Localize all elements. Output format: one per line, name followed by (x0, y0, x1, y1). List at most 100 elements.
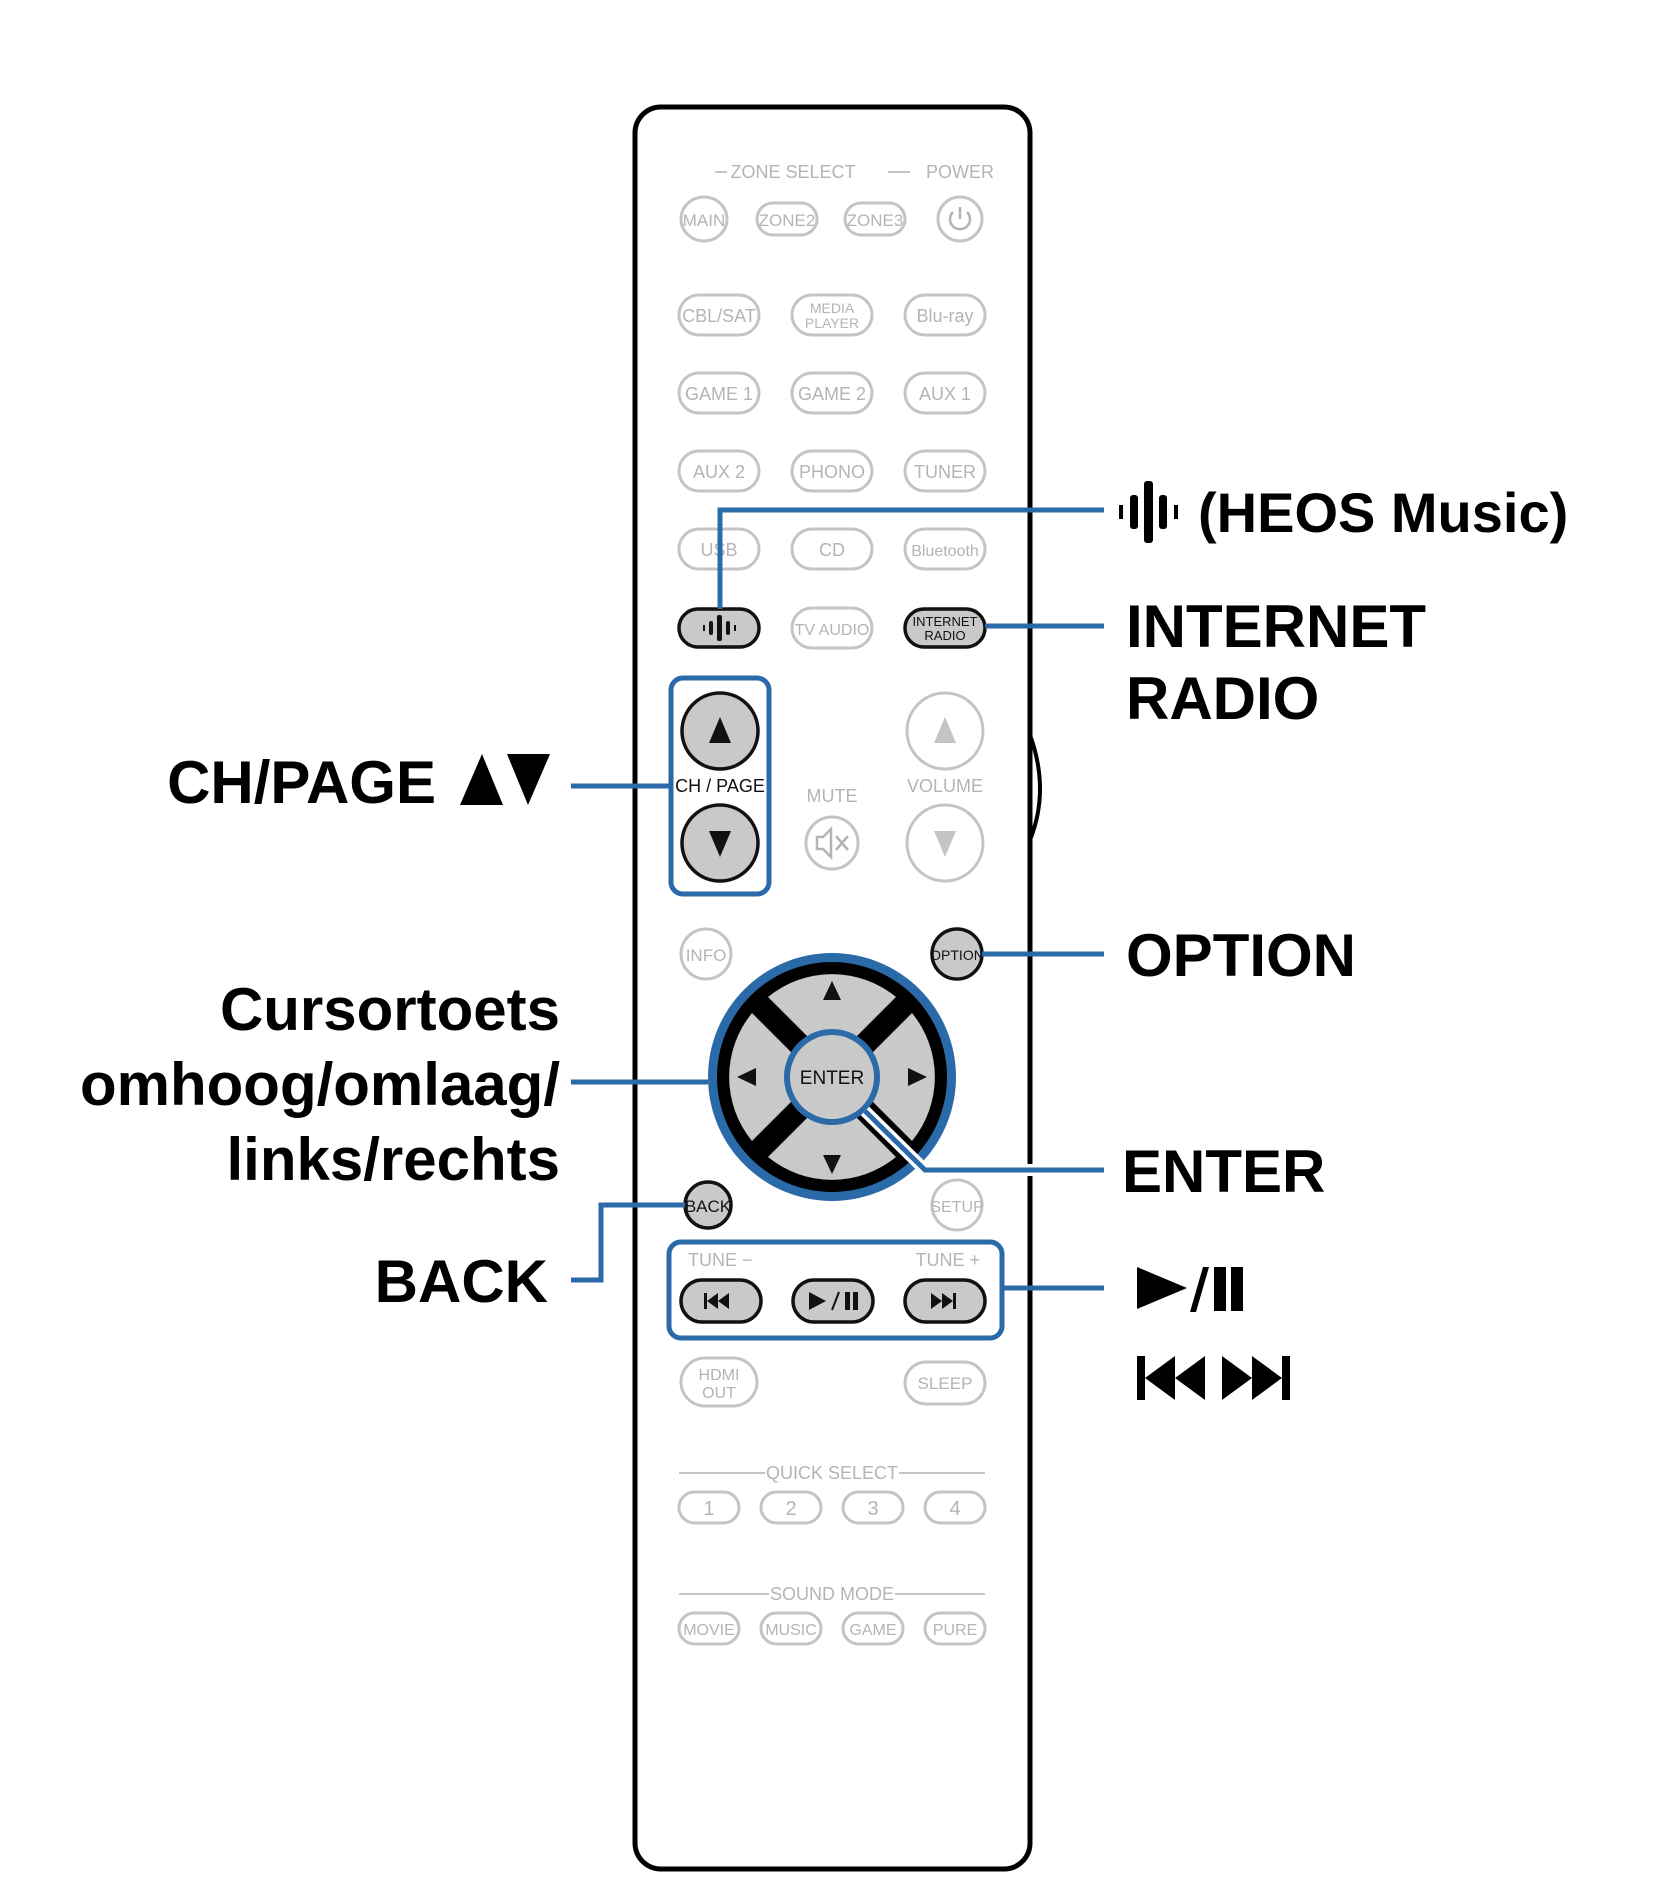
sleep-button[interactable]: SLEEP (903, 1360, 987, 1406)
phono-button[interactable]: PHONO (790, 449, 874, 493)
quick-select-1-button[interactable]: 1 (677, 1490, 741, 1525)
heos-icon (703, 615, 736, 641)
info-label: INFO (686, 946, 727, 965)
volume-down-button[interactable] (905, 803, 985, 883)
tuner-label: TUNER (914, 462, 976, 482)
quick-select-4-button[interactable]: 4 (923, 1490, 987, 1525)
ch-page-down-arrow-icon (507, 754, 550, 805)
internet-radio-label-2: RADIO (924, 628, 965, 643)
cbl-sat-button[interactable]: CBL/SAT (677, 293, 761, 337)
sleep-label: SLEEP (918, 1374, 973, 1393)
zone-select-section: ZONE SELECT POWER MAIN ZONE2 ZONE3 (679, 162, 994, 243)
previous-track-icon (704, 1293, 729, 1309)
internet-radio-button[interactable]: INTERNET RADIO (903, 607, 987, 649)
quick-select-2-label: 2 (785, 1498, 796, 1520)
mute-icon (815, 825, 849, 861)
channel-volume-section: CH / PAGE MUTE VOLUME (668, 675, 985, 897)
power-label: POWER (926, 162, 994, 182)
hdmi-out-label-2: OUT (702, 1385, 736, 1402)
heos-callout: (HEOS Music) (1198, 481, 1568, 544)
main-button-label: MAIN (683, 211, 726, 230)
blu-ray-button[interactable]: Blu-ray (903, 293, 987, 337)
zone2-button-label: ZONE2 (759, 211, 816, 230)
option-button[interactable]: OPTION (930, 927, 984, 981)
option-callout: OPTION (1126, 922, 1356, 989)
heos-button[interactable] (677, 607, 761, 649)
next-track-button[interactable] (903, 1278, 987, 1324)
skip-callout-icons (1137, 1356, 1290, 1400)
ch-page-callout: CH/PAGE (167, 749, 550, 816)
bluetooth-button[interactable]: Bluetooth (903, 527, 987, 571)
pure-button[interactable]: PURE (923, 1611, 987, 1646)
blu-ray-label: Blu-ray (916, 306, 973, 326)
internet-radio-label-1: INTERNET (913, 614, 978, 629)
enter-label: ENTER (800, 1068, 864, 1089)
game1-label: GAME 1 (685, 384, 753, 404)
game2-button[interactable]: GAME 2 (790, 371, 874, 415)
internet-radio-callout-1: INTERNET (1126, 593, 1426, 660)
back-leader (571, 1202, 685, 1283)
quick-select-section: QUICK SELECT 1 2 3 4 (677, 1463, 987, 1525)
back-callout: BACK (375, 1248, 548, 1315)
game-label: GAME (849, 1622, 896, 1639)
zone3-button[interactable]: ZONE3 (843, 201, 907, 237)
heos-callout-icon (1119, 481, 1178, 543)
zone2-button[interactable]: ZONE2 (755, 201, 819, 237)
ch-page-down-button[interactable] (680, 803, 760, 883)
music-button[interactable]: MUSIC (759, 1611, 823, 1646)
back-button[interactable]: BACK (683, 1180, 733, 1230)
play-pause-callout-icon (1137, 1267, 1243, 1312)
enter-leader-line (863, 1109, 1104, 1173)
zone-select-label: ZONE SELECT (730, 162, 855, 182)
quick-select-3-button[interactable]: 3 (841, 1490, 905, 1525)
cursor-callout-1: Cursortoets (220, 976, 560, 1043)
game-button[interactable]: GAME (841, 1611, 905, 1646)
cd-button[interactable]: CD (790, 527, 874, 571)
next-callout-icon (1222, 1356, 1252, 1400)
media-player-button[interactable]: MEDIA PLAYER (790, 293, 874, 337)
aux1-button[interactable]: AUX 1 (903, 371, 987, 415)
back-label: BACK (685, 1197, 732, 1216)
cursor-callout-3: links/rechts (227, 1126, 561, 1193)
tv-audio-button[interactable]: TV AUDIO (790, 606, 874, 650)
ch-page-label: CH / PAGE (675, 776, 765, 796)
cursor-right-button[interactable] (872, 1013, 935, 1141)
hdmi-out-button[interactable]: HDMI OUT (679, 1356, 759, 1408)
setup-label: SETUP (930, 1199, 983, 1216)
volume-up-button[interactable] (905, 691, 985, 771)
cursor-left-button[interactable] (729, 1013, 792, 1141)
main-button[interactable]: MAIN (679, 195, 729, 243)
info-button[interactable]: INFO (679, 927, 733, 981)
ch-page-up-arrow-icon (460, 754, 503, 805)
cursor-up-button[interactable] (768, 974, 896, 1037)
movie-button[interactable]: MOVIE (677, 1611, 741, 1646)
enter-callout: ENTER (1122, 1138, 1325, 1205)
setup-button[interactable]: SETUP (930, 1178, 984, 1232)
media-player-label-2: PLAYER (805, 315, 859, 331)
previous-track-button[interactable] (679, 1278, 763, 1324)
mute-button[interactable] (804, 815, 860, 871)
phono-label: PHONO (799, 462, 865, 482)
tune-plus-label: TUNE + (915, 1250, 980, 1270)
play-pause-button[interactable] (791, 1278, 875, 1324)
game1-button[interactable]: GAME 1 (677, 371, 761, 415)
ch-page-up-button[interactable] (680, 691, 760, 771)
quick-select-1-label: 1 (703, 1498, 714, 1520)
bluetooth-label: Bluetooth (911, 543, 979, 560)
tuner-button[interactable]: TUNER (903, 449, 987, 493)
next-track-icon (931, 1293, 956, 1309)
previous-callout-icon (1137, 1356, 1145, 1400)
power-button[interactable] (936, 195, 984, 243)
zone3-button-label: ZONE3 (847, 211, 904, 230)
quick-select-label: QUICK SELECT (766, 1463, 898, 1483)
cursor-down-button[interactable] (768, 1117, 896, 1180)
cd-label: CD (819, 540, 845, 560)
enter-button[interactable]: ENTER (784, 1029, 880, 1125)
internet-radio-callout-2: RADIO (1126, 665, 1319, 732)
aux2-button[interactable]: AUX 2 (677, 449, 761, 493)
quick-select-2-button[interactable]: 2 (759, 1490, 823, 1525)
play-pause-icon (809, 1291, 858, 1311)
tune-minus-label: TUNE − (688, 1250, 753, 1270)
callouts: (HEOS Music) INTERNET RADIO CH/PAGE OPTI… (80, 481, 1568, 1400)
